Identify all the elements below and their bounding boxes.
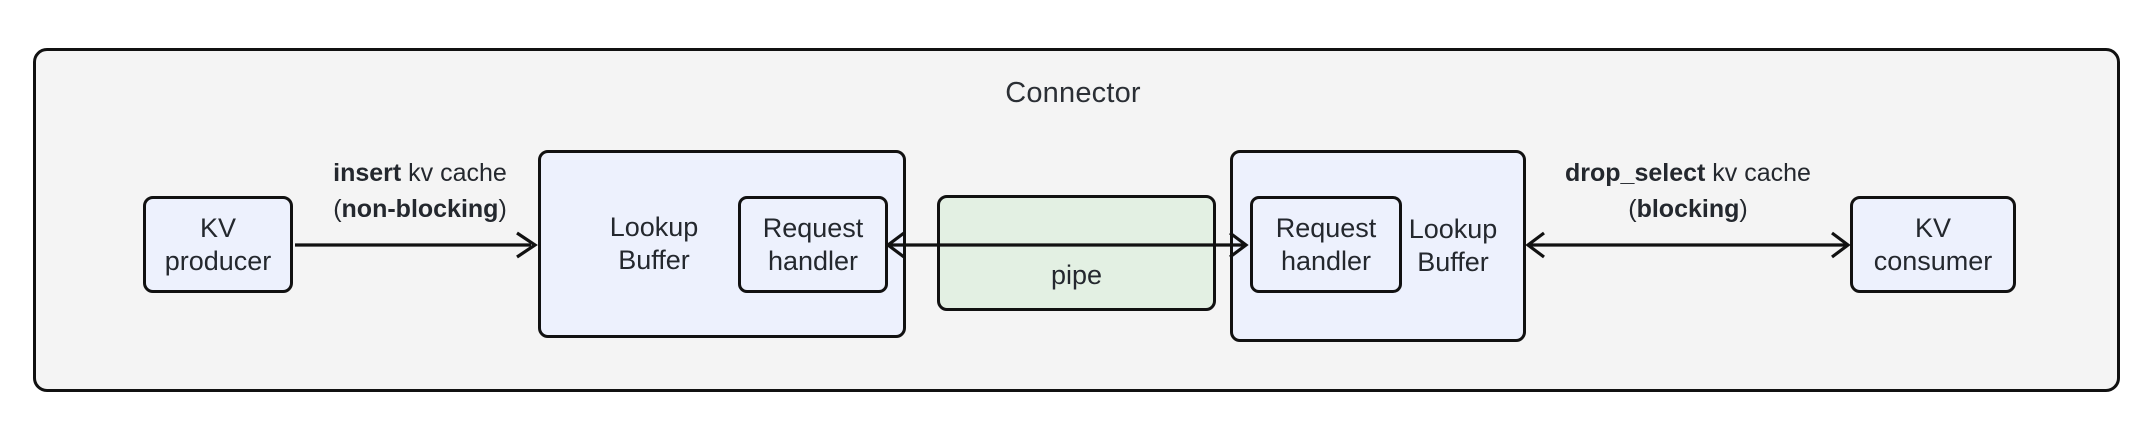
- node-lookup-buffer-right-label: Lookup Buffer: [1408, 214, 1498, 277]
- node-kv-consumer-label: KV consumer: [1873, 212, 1993, 276]
- arrow-pipe-transfer: [885, 231, 1249, 259]
- node-request-handler-right-label: Request handler: [1275, 212, 1377, 276]
- arrow-drop-select: [1525, 231, 1851, 259]
- edge-label-drop-select-bold: drop_select: [1565, 159, 1706, 187]
- edge-label-insert: insert kv cache (non-blocking): [240, 156, 600, 227]
- edge-label-insert-line2: (non-blocking): [240, 192, 600, 228]
- edge-label-drop-select-suffix: ): [1739, 194, 1748, 223]
- connector-title: Connector: [1005, 77, 1141, 109]
- edge-label-insert-line1: insert kv cache: [240, 156, 600, 192]
- edge-label-insert-rest: kv cache: [401, 159, 507, 187]
- edge-label-drop-select: drop_select kv cache (blocking): [1498, 156, 1878, 227]
- edge-label-insert-bold: insert: [333, 159, 402, 187]
- node-request-handler-left[interactable]: Request handler: [738, 196, 888, 293]
- arrow-insert: [295, 231, 538, 259]
- edge-label-drop-select-prefix: (: [1628, 194, 1637, 223]
- node-kv-consumer[interactable]: KV consumer: [1850, 196, 2016, 293]
- edge-label-drop-select-line1: drop_select kv cache: [1498, 156, 1878, 192]
- node-pipe[interactable]: pipe: [937, 195, 1216, 311]
- edge-label-insert-suffix: ): [498, 194, 507, 223]
- edge-label-insert-bold2: non-blocking: [341, 194, 499, 223]
- node-lookup-buffer-left-label: Lookup Buffer: [609, 212, 699, 275]
- node-kv-producer[interactable]: KV producer: [143, 196, 293, 293]
- node-pipe-label: pipe: [1050, 260, 1103, 291]
- edge-label-drop-select-bold2: blocking: [1636, 194, 1740, 223]
- edge-label-insert-prefix: (: [333, 194, 342, 223]
- edge-label-drop-select-rest: kv cache: [1705, 159, 1811, 187]
- node-kv-producer-label: KV producer: [164, 212, 272, 276]
- edge-label-drop-select-line2: (blocking): [1498, 192, 1878, 228]
- node-request-handler-left-label: Request handler: [762, 212, 864, 276]
- node-request-handler-right[interactable]: Request handler: [1250, 196, 1402, 293]
